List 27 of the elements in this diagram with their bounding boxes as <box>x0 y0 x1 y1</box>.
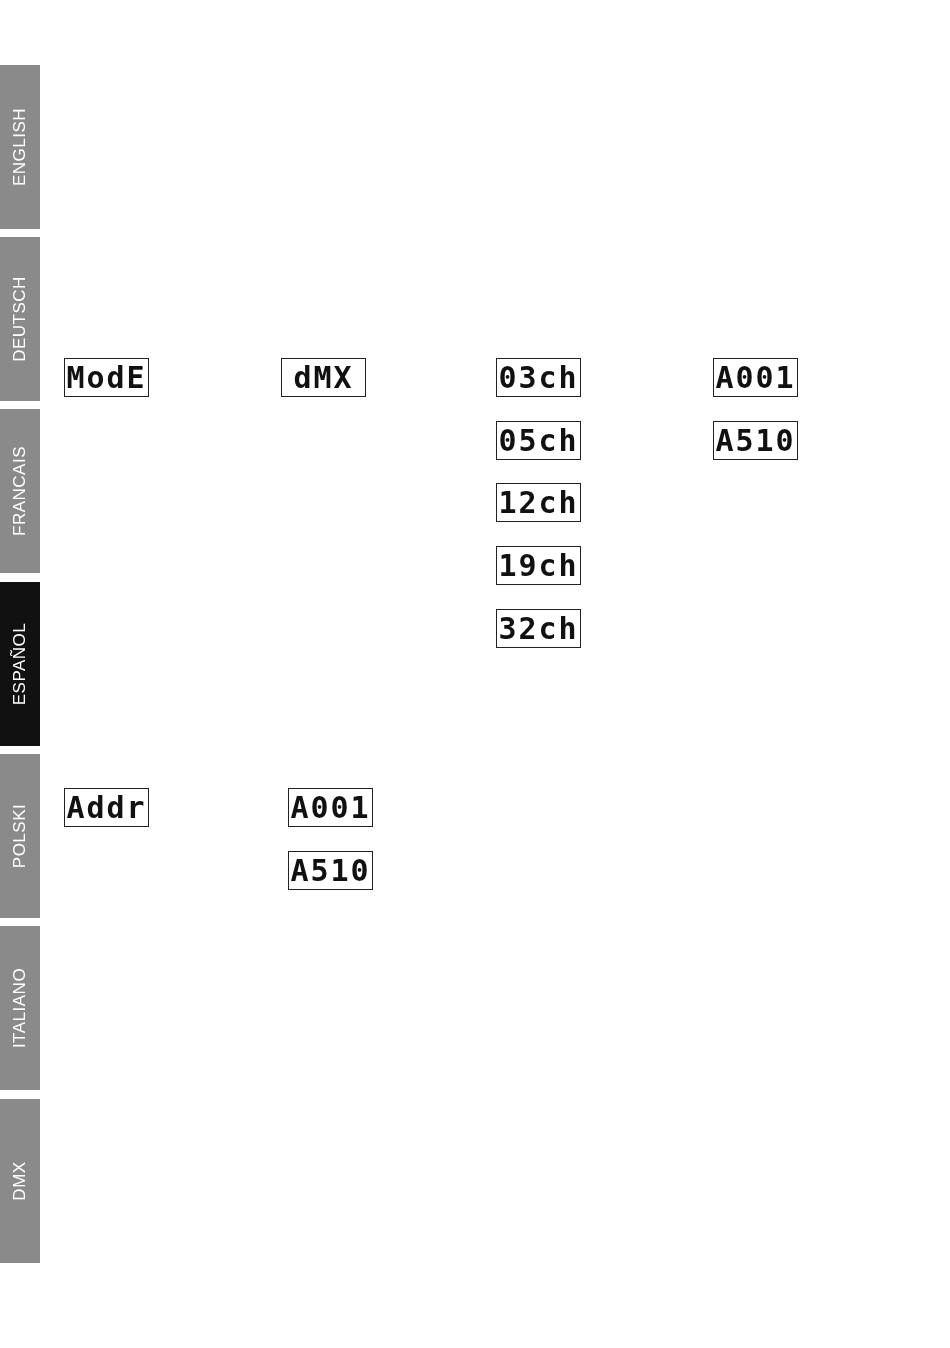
display-readout: dMX <box>293 362 354 393</box>
lcd-display <box>281 358 366 397</box>
language-tab <box>0 1099 40 1263</box>
display-readout: ModE <box>66 362 147 393</box>
tab-label: POLSKI <box>10 803 30 869</box>
tab-label: FRANCAIS <box>10 446 30 536</box>
display-readout: A510 <box>715 425 796 456</box>
language-tab <box>0 237 40 401</box>
tab-label: ENGLISH <box>10 107 30 187</box>
display-readout: 05ch <box>498 425 579 456</box>
display-readout: 32ch <box>498 613 579 644</box>
display-readout: 12ch <box>498 487 579 518</box>
tab-label: DEUTSCH <box>10 276 30 362</box>
display-readout: 19ch <box>498 550 579 581</box>
display-readout: 03ch <box>498 362 579 393</box>
tab-label: ITALIANO <box>10 967 30 1049</box>
tab-label: ESPAÑOL <box>10 622 30 706</box>
display-readout: Addr <box>66 792 147 823</box>
language-tab <box>0 754 40 918</box>
language-tab <box>0 926 40 1090</box>
language-tab <box>0 409 40 573</box>
language-tab <box>0 582 40 746</box>
tab-label: DMX <box>10 1161 30 1201</box>
language-tab <box>0 65 40 229</box>
display-readout: A001 <box>715 362 796 393</box>
display-readout: A001 <box>290 792 371 823</box>
display-readout: A510 <box>290 855 371 886</box>
